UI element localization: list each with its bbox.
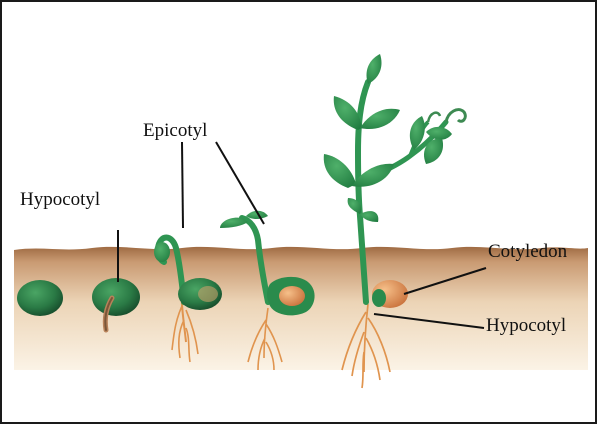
label-hypocotyl-right: Hypocotyl (486, 316, 566, 335)
label-hypocotyl-left: Hypocotyl (20, 190, 100, 209)
epicotyl-leader-2 (216, 142, 264, 224)
label-cotyledon: Cotyledon (488, 242, 567, 261)
seed-1 (17, 280, 63, 316)
label-epicotyl: Epicotyl (143, 121, 207, 140)
epicotyl-leader-1 (182, 142, 183, 228)
